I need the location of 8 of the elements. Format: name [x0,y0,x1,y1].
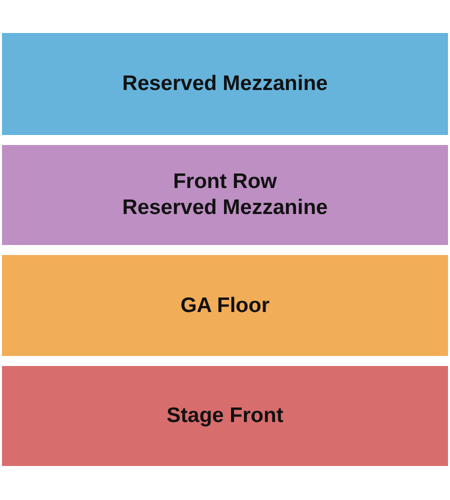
section-label: Reserved Mezzanine [122,71,328,97]
seating-section [2,33,448,135]
seating-section [2,366,448,466]
seating-section [2,255,448,356]
section-label: GA Floor [180,292,270,318]
section-label: Stage Front [166,403,284,429]
seating-section [2,145,448,245]
section-label: Front Row Reserved Mezzanine [122,169,328,221]
